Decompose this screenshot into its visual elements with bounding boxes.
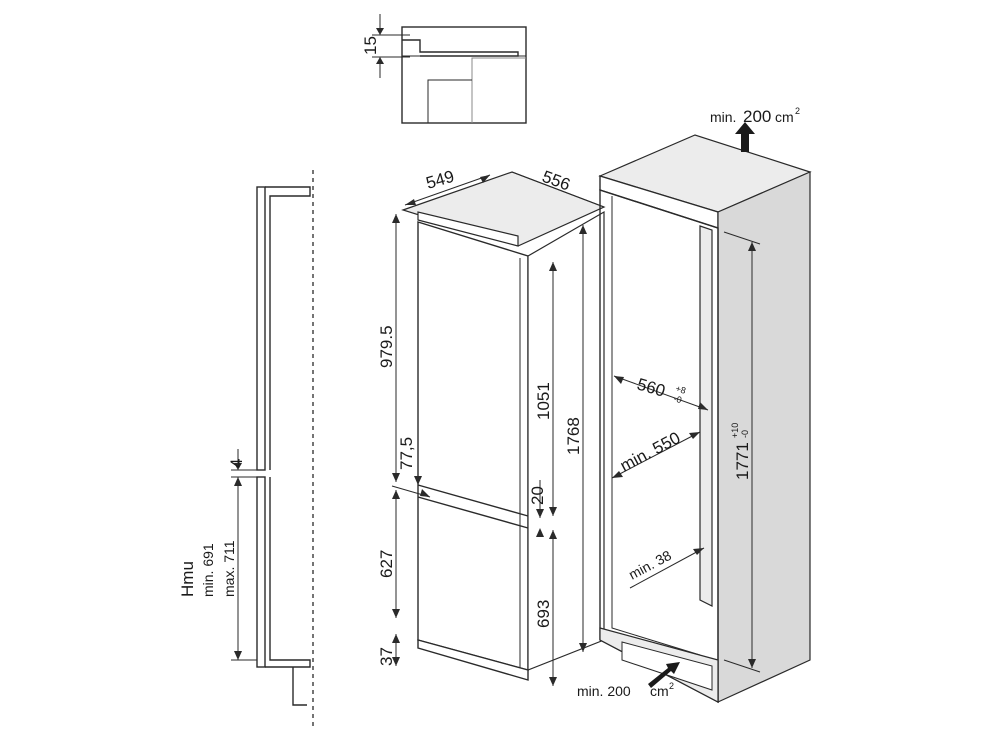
base-37-label: 37 — [377, 647, 396, 666]
height-1051-label: 1051 — [534, 382, 553, 420]
upper-door-profile — [256, 186, 266, 471]
detail-profile — [402, 39, 519, 57]
niche-height-tol-minus: -0 — [740, 430, 750, 438]
vent-bottom-unit: cm — [650, 683, 669, 699]
niche-min-width-label: min. 550 — [617, 428, 683, 475]
niche-height-label: 1771 — [733, 442, 752, 480]
fridge-dimensions: 549 556 979.5 77,5 627 37 1051 20 — [377, 167, 605, 686]
detail-frame — [401, 26, 527, 124]
vent-bottom-sup: 2 — [669, 681, 674, 691]
gap-77-5-label: 77,5 — [397, 437, 416, 470]
niche-width-tol-minus: -0 — [672, 393, 682, 405]
top-detail: 15 — [361, 14, 527, 124]
vent-top-unit: cm — [775, 109, 794, 125]
fridge-appliance — [401, 171, 606, 681]
height-1768-label: 1768 — [564, 417, 583, 455]
vent-top-sup: 2 — [795, 106, 800, 116]
hmu-label: Hmu — [178, 561, 197, 597]
vent-top-value: 200 — [743, 107, 771, 126]
cabinet-niche — [598, 134, 812, 704]
gap-4-label: 4 — [227, 459, 246, 468]
niche-width-tol-plus: +8 — [674, 383, 687, 395]
gap-20-label: 20 — [528, 486, 547, 505]
ventilation-bottom: min. 200 cm 2 — [577, 662, 680, 699]
height-693-label: 693 — [534, 600, 553, 628]
height-979-5-label: 979.5 — [377, 325, 396, 368]
vent-up-arrow-icon — [735, 122, 755, 152]
hmu-max-label: max. 711 — [221, 540, 237, 597]
vent-bottom-label: min. 200 — [577, 683, 631, 699]
ventilation-top: min. 200 cm 2 — [710, 106, 800, 152]
height-627-label: 627 — [377, 550, 396, 578]
top-gap-label: 15 — [361, 36, 380, 55]
niche-width-label: 560 — [635, 375, 668, 401]
vent-top-min: min. — [710, 109, 736, 125]
lower-door-profile — [256, 476, 266, 668]
side-profile: 4 Hmu min. 691 max. 711 — [178, 170, 314, 730]
fridge-door-front — [417, 221, 529, 671]
vent-bottom-arrow-icon — [648, 662, 680, 688]
niche-height-tol-plus: +10 — [730, 423, 740, 438]
hmu-min-label: min. 691 — [200, 543, 216, 597]
